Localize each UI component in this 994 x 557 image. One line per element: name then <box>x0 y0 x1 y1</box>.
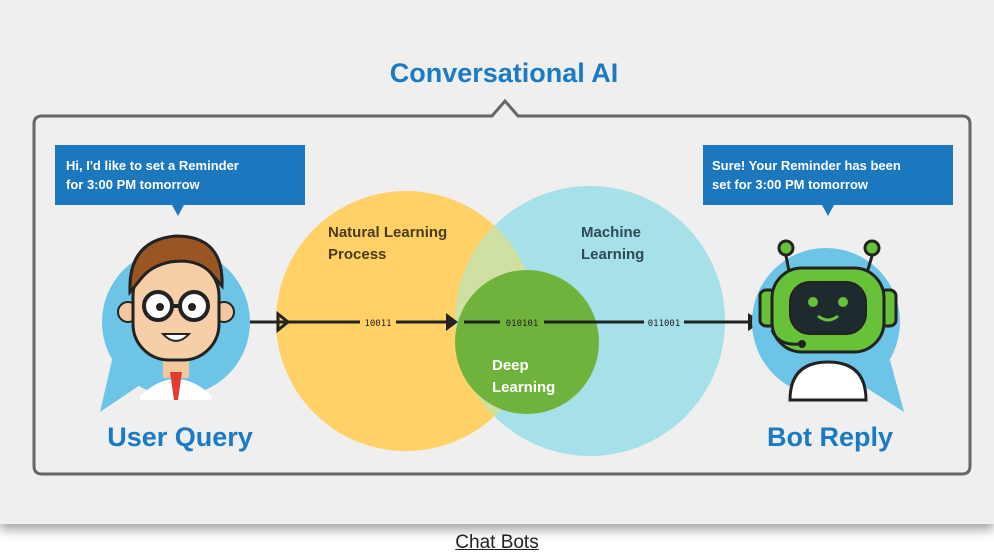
bot-message-line2: set for 3:00 PM tomorrow <box>712 177 869 192</box>
ml-label: Machine Learning <box>581 224 645 263</box>
bits-2: 010101 <box>506 319 539 329</box>
diagram-title: Conversational AI <box>390 58 619 88</box>
arrow-right-icon <box>276 310 291 334</box>
dl-label-line1: Deep <box>492 357 529 374</box>
dl-label: Deep Learning <box>492 357 555 396</box>
user-message-bubble: Hi, I'd like to set a Reminder for 3:00 … <box>55 145 305 216</box>
ml-label-line2: Learning <box>581 246 644 263</box>
user-query-label: User Query <box>107 422 253 452</box>
bot-reply-label: Bot Reply <box>767 422 893 452</box>
nlp-label-line1: Natural Learning <box>328 224 447 241</box>
ml-label-line1: Machine <box>581 224 641 241</box>
conversational-ai-diagram: Conversational AI Natural Learning Proce… <box>32 58 972 476</box>
nlp-label-line2: Process <box>328 246 386 263</box>
svg-text:Hi, I'd like to set a Reminder: Hi, I'd like to set a Reminder for 3:00 … <box>66 158 242 192</box>
user-avatar-icon <box>100 234 250 412</box>
bot-message-line1: Sure! Your Reminder has been <box>712 158 901 173</box>
user-message-line2: for 3:00 PM tomorrow <box>66 177 201 192</box>
bits-3: 011001 <box>648 319 681 329</box>
arrow-right-icon <box>446 313 458 331</box>
diagram-card: Conversational AI Natural Learning Proce… <box>0 0 994 524</box>
dl-label-line2: Learning <box>492 379 555 396</box>
bits-1: 10011 <box>364 319 391 329</box>
dl-circle <box>455 270 599 414</box>
svg-text:Sure! Your Reminder has been: Sure! Your Reminder has been set for 3:0… <box>712 158 904 192</box>
nlp-label: Natural Learning Process <box>328 224 451 263</box>
diagram-frame <box>32 98 972 476</box>
bot-message-bubble: Sure! Your Reminder has been set for 3:0… <box>703 145 953 216</box>
data-flow: 10011 010101 011001 <box>240 310 762 334</box>
user-message-line1: Hi, I'd like to set a Reminder <box>66 158 239 173</box>
figure-caption: Chat Bots <box>455 532 539 553</box>
robot-icon <box>752 239 904 412</box>
